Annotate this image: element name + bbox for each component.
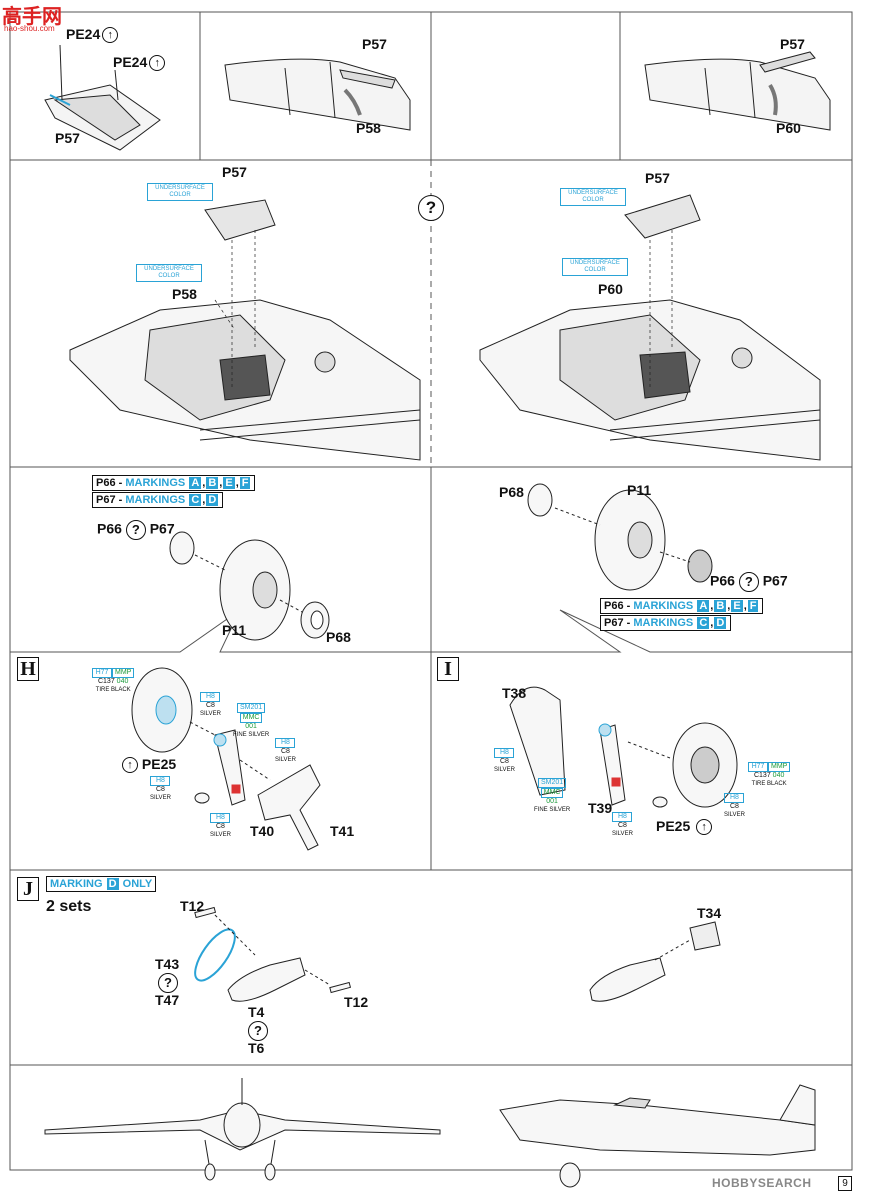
label-t39: T39: [588, 800, 613, 816]
site-url: hao-shou.com: [4, 24, 55, 33]
label-p57: P57: [780, 36, 805, 52]
label-p57: P57: [645, 170, 670, 186]
label-p11: P11: [627, 482, 652, 498]
label-p68: P68: [499, 484, 524, 500]
label-pe24-top: PE24↑: [66, 26, 119, 44]
label-p57: P57: [55, 130, 80, 146]
color-callout: UNDERSURFACE COLOR: [147, 183, 213, 201]
color-callout: UNDERSURFACE COLOR: [136, 264, 202, 282]
label-p57: P57: [362, 36, 387, 52]
label-t38: T38: [502, 685, 527, 701]
marking-callout: P67 - MARKINGS C,D: [600, 615, 732, 631]
label-t40: T40: [250, 823, 275, 839]
label-t4: T4: [248, 1004, 265, 1020]
site-logo: 高手网: [2, 6, 62, 28]
label-p57: P57: [222, 164, 247, 180]
sets-note: 2 sets: [46, 898, 92, 915]
label-t41: T41: [330, 823, 355, 839]
label-t43: T43: [155, 956, 180, 972]
option-question-icon: ?: [738, 572, 759, 592]
option-question-icon: ?: [418, 195, 444, 221]
flap-drawing: [44, 84, 161, 151]
color-callout: UNDERSURFACE COLOR: [560, 188, 626, 206]
bend-up-icon: ↑: [102, 27, 119, 44]
marking-callout: P66 - MARKINGS A,B,E,F: [600, 598, 764, 614]
label-p58: P58: [172, 286, 197, 302]
bend-up-icon: ↑: [122, 757, 138, 774]
label-p11: P11: [222, 622, 247, 638]
color-callout: UNDERSURFACE COLOR: [562, 258, 628, 276]
label-t12: T12: [344, 994, 369, 1010]
label-t34: T34: [697, 905, 722, 921]
label-p66-p67: P66 ? P67: [97, 520, 175, 540]
marking-callout: MARKING D ONLY: [46, 876, 157, 892]
marking-callout: P67 - MARKINGS C,D: [92, 492, 224, 508]
label-pe25: PE25 ↑: [656, 818, 713, 836]
marking-callout: P66 - MARKINGS A,B,E,F: [92, 475, 256, 491]
page-number: 9: [838, 1176, 852, 1191]
label-p60: P60: [598, 281, 623, 297]
step-i-badge: I: [437, 657, 459, 681]
label-p58: P58: [356, 120, 381, 136]
label-pe24-mid: PE24↑: [113, 54, 166, 72]
label-pe25: ↑ PE25: [120, 756, 176, 774]
label-p68: P68: [326, 629, 351, 645]
step-h-badge: H: [17, 657, 39, 681]
option-question-icon: ?: [158, 973, 178, 993]
option-question-icon: ?: [248, 1021, 268, 1041]
step-j-badge: J: [17, 877, 39, 901]
label-t6: T6: [248, 1040, 265, 1056]
bend-up-icon: ↑: [696, 819, 713, 836]
watermark: HOBBYSEARCH: [712, 1176, 812, 1190]
label-p60: P60: [776, 120, 801, 136]
label-t12: T12: [180, 898, 205, 914]
option-question-icon: ?: [125, 520, 146, 540]
label-t47: T47: [155, 992, 180, 1008]
bend-up-icon: ↑: [149, 55, 166, 72]
label-p66-p67: P66 ? P67: [710, 572, 788, 592]
